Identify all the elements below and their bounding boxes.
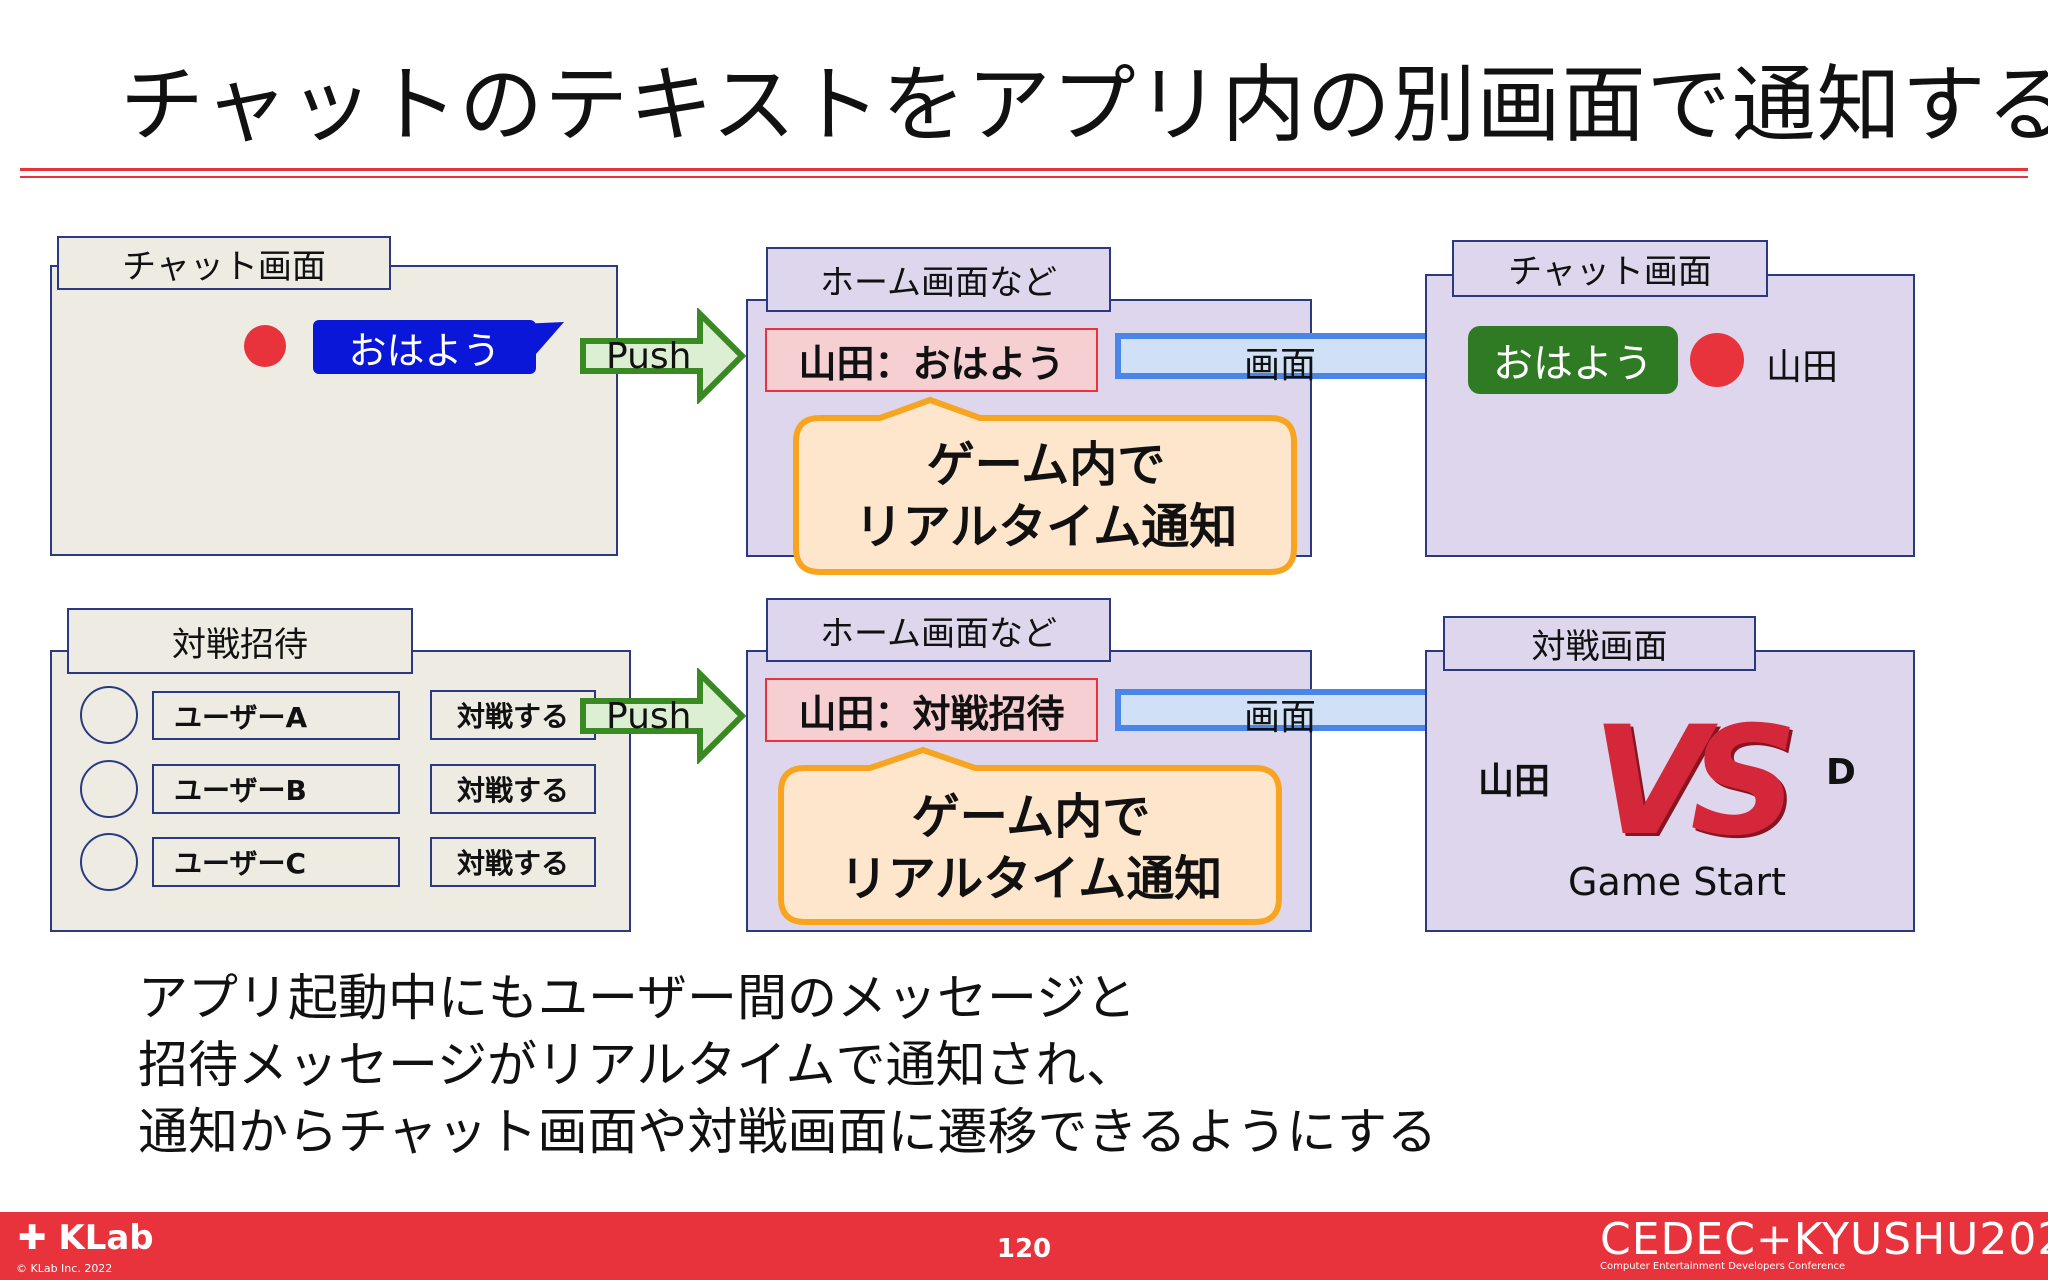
player-right-name: D xyxy=(1826,752,1856,793)
cedec-kyushu-logo: CEDEC+KYUSHU2022 xyxy=(1600,1214,2048,1265)
chat-message-bubble: おはよう xyxy=(313,320,536,374)
footer-bar xyxy=(0,1212,2048,1280)
title-divider-secondary xyxy=(20,176,2028,178)
copyright: © KLab Inc. 2022 xyxy=(16,1262,113,1275)
screen-arrow-label: 画面 xyxy=(1244,345,1317,386)
push-arrow-icon xyxy=(580,668,747,764)
home-screen-tab: ホーム画面など xyxy=(766,598,1111,662)
battle-invite-tab: 対戦招待 xyxy=(67,608,413,674)
game-start-label: Game Start xyxy=(1568,860,1787,904)
description-text: アプリ起動中にもユーザー間のメッセージと 招待メッセージがリアルタイムで通知され… xyxy=(138,965,1437,1166)
battle-screen-tab: 対戦画面 xyxy=(1443,616,1756,671)
callout-line-1: ゲーム内で xyxy=(926,437,1166,493)
klab-brand: KLab xyxy=(58,1218,154,1258)
battle-screen-panel xyxy=(1425,650,1915,932)
battle-button[interactable]: 対戦する xyxy=(430,764,596,814)
vs-logo: VS xyxy=(1592,695,1798,869)
user-name-field: ユーザーA xyxy=(152,691,400,740)
user-avatar xyxy=(80,686,138,744)
callout-line-2: リアルタイム通知 xyxy=(839,851,1223,907)
chat-screen-tab: チャット画面 xyxy=(57,236,391,290)
title-divider xyxy=(20,168,2028,171)
bubble-tail-icon xyxy=(520,322,564,354)
player-left-name: 山田 xyxy=(1478,761,1551,802)
description-line: 招待メッセージがリアルタイムで通知され、 xyxy=(138,1036,1136,1094)
chat-avatar-dot xyxy=(244,325,286,367)
battle-button[interactable]: 対戦する xyxy=(430,690,596,740)
screen-arrow-label: 画面 xyxy=(1244,697,1317,738)
description-line: 通知からチャット画面や対戦画面に遷移できるようにする xyxy=(138,1103,1437,1161)
slide-title: チャットのテキストをアプリ内の別画面で通知する xyxy=(120,56,2048,154)
battle-button[interactable]: 対戦する xyxy=(430,837,596,887)
cedec-subtitle: Computer Entertainment Developers Confer… xyxy=(1600,1261,1846,1272)
sender-name: 山田 xyxy=(1766,347,1839,388)
push-label: Push xyxy=(606,336,692,377)
chat-screen-destination-tab: チャット画面 xyxy=(1452,240,1768,297)
chat-screen-panel xyxy=(50,265,618,556)
received-message-bubble: おはよう xyxy=(1468,326,1678,394)
klab-logo: ✚ KLab xyxy=(18,1218,154,1258)
home-screen-tab: ホーム画面など xyxy=(766,247,1111,312)
callout-bubble xyxy=(778,746,1282,925)
battle-notification[interactable]: 山田：対戦招待 xyxy=(765,678,1098,742)
user-avatar xyxy=(80,760,138,818)
callout-line-2: リアルタイム通知 xyxy=(854,499,1238,555)
sender-avatar-dot xyxy=(1690,333,1744,387)
callout-bubble xyxy=(793,396,1297,575)
chat-screen-destination-panel xyxy=(1425,274,1915,557)
user-avatar xyxy=(80,833,138,891)
page-number: 120 xyxy=(996,1234,1052,1264)
user-name-field: ユーザーB xyxy=(152,764,400,814)
push-arrow-icon xyxy=(580,308,747,404)
user-name-field: ユーザーC xyxy=(152,837,400,887)
description-line: アプリ起動中にもユーザー間のメッセージと xyxy=(138,969,1136,1027)
callout-line-1: ゲーム内で xyxy=(911,789,1151,845)
klab-mark-icon: ✚ xyxy=(18,1218,47,1258)
chat-notification[interactable]: 山田：おはよう xyxy=(765,328,1098,392)
push-label: Push xyxy=(606,696,692,737)
